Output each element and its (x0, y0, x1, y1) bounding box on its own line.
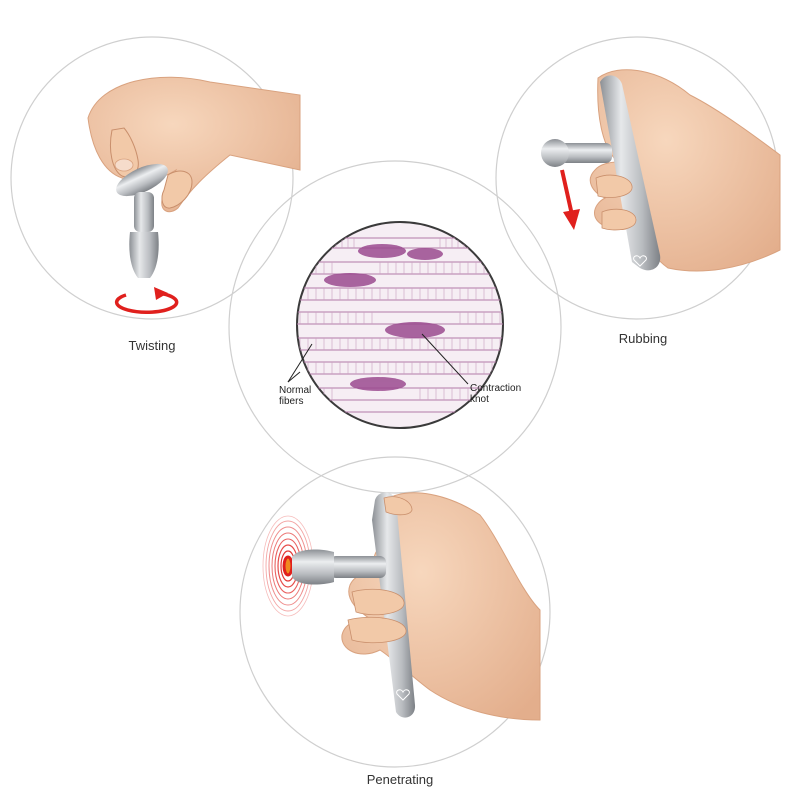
rotation-arrow-icon (114, 287, 179, 314)
contraction-knots (324, 244, 445, 391)
penetrating-illustration (262, 492, 541, 721)
label-contraction-knot: Contraction knot (470, 383, 522, 405)
circle-micrograph (228, 160, 562, 494)
label-penetrating: Penetrating (366, 772, 434, 787)
label-normal-fibers: Normal fibers (279, 385, 312, 407)
heart-logo-icon (633, 255, 647, 267)
label-rubbing: Rubbing (618, 331, 668, 346)
circle-penetrating (239, 456, 551, 768)
label-twisting: Twisting (128, 338, 176, 353)
rubbing-illustration (541, 69, 781, 272)
twisting-illustration (87, 76, 301, 314)
down-arrow-icon (560, 169, 580, 230)
circle-twisting (10, 36, 294, 320)
heart-logo-icon (396, 689, 410, 701)
